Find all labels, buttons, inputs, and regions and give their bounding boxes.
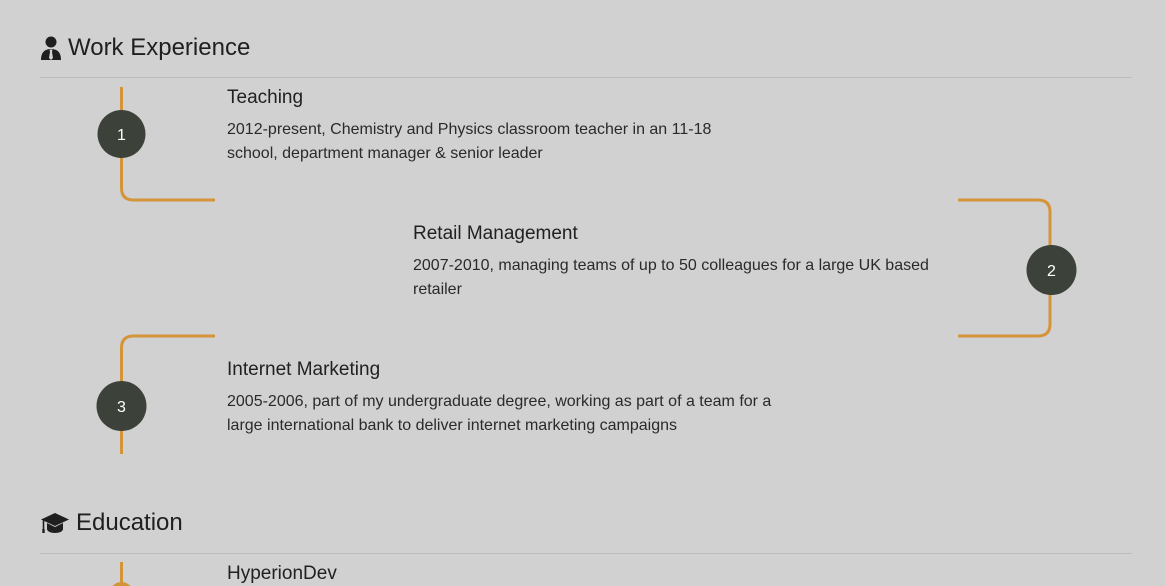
timeline-curve	[120, 334, 215, 454]
education-timeline-node	[112, 582, 131, 586]
work-experience-heading: Work Experience	[40, 33, 250, 63]
timeline-node-1-label: 1	[117, 127, 126, 144]
timeline-node-2	[1026, 245, 1077, 295]
work-item-description: 2012-present, Chemistry and Physics clas…	[227, 121, 712, 162]
education-divider	[40, 553, 1132, 554]
timeline-node-1	[97, 110, 146, 158]
graduation-cap-icon	[40, 511, 70, 535]
user-tie-icon	[40, 36, 62, 60]
work-item-title: Retail Management	[413, 223, 578, 244]
education-heading: Education	[40, 508, 183, 538]
work-experience-divider	[40, 77, 1132, 78]
timeline-curve	[120, 187, 215, 202]
work-item-description: 2007-2010, managing teams of up to 50 co…	[413, 257, 929, 298]
work-item-title: Teaching	[227, 87, 304, 108]
timeline-node-3-label: 3	[117, 399, 126, 416]
work-item-description: 2005-2006, part of my undergraduate degr…	[227, 393, 772, 434]
education-title: Education	[76, 509, 183, 536]
work-item-title: Internet Marketing	[227, 359, 381, 380]
work-experience-title: Work Experience	[68, 34, 251, 61]
education-item-title: HyperionDev	[227, 563, 337, 584]
timeline-node-3	[96, 381, 147, 431]
timeline-node-2-label: 2	[1047, 263, 1056, 280]
